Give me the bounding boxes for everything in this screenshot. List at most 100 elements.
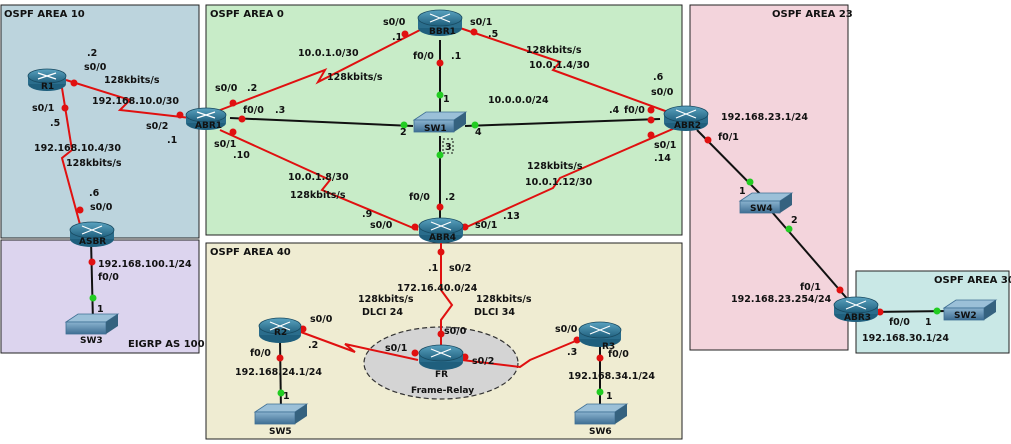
link-fr-r3 [461,334,591,369]
port-dot [647,131,655,139]
switch-sw5[interactable]: SW5 [253,403,309,437]
r1-s01-host-label: .5 [50,118,60,129]
router-asbr-label: ASBR [79,237,106,247]
abr4-s00-label: s0/0 [370,220,393,231]
router-arrows-icon [589,325,611,335]
r3-s00-label: s0/0 [555,324,578,335]
router-abr4-label: ABR4 [429,233,456,243]
switch-sw2[interactable]: SW2 [942,299,998,321]
abr4-f00-host-label: .2 [445,192,455,203]
fr-s01-label: s0/1 [385,343,407,354]
abr3-f01-label: f0/1 [800,282,821,293]
area-10-title: OSPF AREA 10 [4,9,85,20]
router-abr1[interactable]: ABR1 [185,107,227,131]
port-dot [436,151,444,159]
router-r3[interactable]: R3 [578,321,622,352]
port-dot [746,178,754,186]
area-23-box [689,4,849,351]
router-arrows-icon [81,225,103,235]
switch-sw4[interactable]: SW4 [738,192,794,214]
port-dot [436,203,444,211]
sw4-port2-label: 2 [791,215,798,226]
port-dot [89,294,97,302]
router-abr1-label: ABR1 [195,121,222,131]
port-dot [785,225,793,233]
router-r2[interactable]: R2 [258,317,302,343]
abr1-s02-label: s0/2 [146,121,168,132]
link-r1-abr1 [65,79,209,121]
router-r1-label: R1 [41,82,54,92]
link-labels: .2 s0/0 128kbits/s 192.168.10.0/30 s0/1 … [32,17,949,402]
router-bbr1[interactable]: BBR1 [417,9,463,37]
abr1-abr4-network-label: 10.0.1.8/30 [288,172,349,183]
switch-sw1[interactable]: SW1 [412,111,468,134]
area-30-title: OSPF AREA 30 [934,275,1011,286]
bbr1-s01-host-label: .5 [488,29,498,40]
switch-sw3[interactable]: SW3 [64,313,120,346]
router-fr[interactable]: FR [418,344,464,380]
abr2-f00-label: f0/0 [624,105,645,116]
area-10-box [0,4,200,239]
abr2-s00-host-label: .6 [653,72,664,83]
sw1-port1-label: 1 [443,94,450,105]
bbr1-s01-label: s0/1 [470,17,492,28]
frame-relay-label: Frame-Relay [411,386,474,396]
router-abr3-label: ABR3 [844,313,871,323]
fr-s02-label: s0/2 [472,356,494,367]
sw1-network-label: 10.0.0.0/24 [488,95,549,106]
abr2-abr4-network-label: 10.0.1.12/30 [525,177,593,188]
abr1-bbr1-network-label: 10.0.1.0/30 [298,48,359,59]
port-dot [437,248,445,256]
asbr-s00-host-label: .6 [89,188,100,199]
router-arrows-icon [269,321,291,331]
port-dot [238,115,246,123]
abr4-s01-host-label: .13 [503,211,520,222]
port-dot [401,30,409,38]
r1-s00-host-label: .2 [87,48,97,59]
link-bbr1-abr2 [459,27,669,113]
router-r2-label: R2 [274,328,287,338]
router-arrows-icon [675,109,697,119]
area-0-title: OSPF AREA 0 [210,9,284,20]
abr1-s02-host-label: .1 [167,135,177,146]
switch-sw4-label: SW4 [750,204,773,214]
link-asbr-sw3 [90,239,94,323]
port-dot [61,104,69,112]
router-bbr1-label: BBR1 [429,27,456,37]
abr1-abr4-bandwidth-label: 128kbits/s [290,190,346,201]
switch-sw6-label: SW6 [589,427,612,437]
abr1-s01-host-label: .10 [233,150,250,161]
bbr1-abr2-bandwidth-label: 128kbits/s [526,45,582,56]
link-abr1-bbr1 [214,29,421,113]
sw6-port1-label: 1 [606,391,613,402]
r3-f00-label: f0/0 [608,349,629,360]
port-dot [229,99,237,107]
fr-network-label: 172.16.40.0/24 [397,283,478,294]
router-abr3[interactable]: ABR3 [833,296,879,323]
r1-asbr-network-label: 192.168.10.4/30 [34,143,121,154]
port-dot [400,121,408,129]
router-abr4[interactable]: ABR4 [418,217,464,243]
router-abr2[interactable]: ABR2 [663,105,709,131]
link-abr2-abr4 [459,127,676,231]
router-r1[interactable]: R1 [27,68,67,92]
switch-sw6[interactable]: SW6 [573,403,629,437]
port-dot [176,111,184,119]
abr1-f00-host-label: .3 [275,105,285,116]
link-r1-asbr [60,87,83,233]
port-dot [276,354,284,362]
bbr1-s00-host-label: .1 [392,32,402,43]
abr4-s01-label: s0/1 [475,220,497,231]
port-dot [229,128,237,136]
r2-s00-host-label: .2 [308,340,318,351]
router-asbr[interactable]: ASBR [69,221,115,247]
r2-f00-label: f0/0 [250,348,271,359]
abr1-f00-label: f0/0 [243,105,264,116]
r2-s00-label: s0/0 [310,314,333,325]
port-dot [411,349,419,357]
asbr-f00-label: f0/0 [98,272,119,283]
fr-r3-bandwidth-label: 128kbits/s [476,294,532,305]
link-sw1-abr2 [464,118,661,127]
link-sw4-abr3 [771,211,851,303]
abr2-abr4-bandwidth-label: 128kbits/s [527,161,583,172]
